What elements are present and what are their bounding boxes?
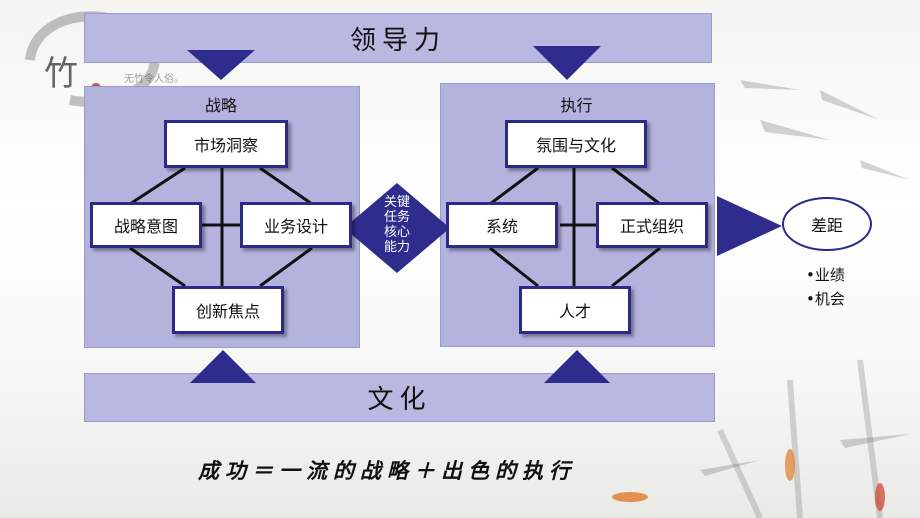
center-line: 能力 [383,240,410,255]
leadership-arrow-left [187,50,255,80]
gap-arrow [717,196,782,256]
leadership-arrow-right [533,46,601,80]
culture-band: 文化 [84,373,715,422]
leadership-band: 领导力 [84,13,712,63]
brand-calligraphy: 竹 [44,54,78,94]
formal-org-box: 正式组织 [596,202,708,248]
innovation-focus-box: 创新焦点 [172,286,284,334]
strategy-title: 战略 [204,96,237,115]
strategic-intent-box: 战略意图 [90,202,202,248]
faint-caption: 无竹令人俗。 [124,74,184,85]
system-box: 系统 [446,202,558,248]
climate-culture-box: 氛围与文化 [505,120,647,168]
culture-arrow-right [544,350,610,383]
gap-ellipse: 差距 [782,197,872,251]
center-diamond-text: 关键 任务 核心 能力 [367,195,427,255]
center-line: 关键 [383,195,410,210]
gap-bullet: •机会 [806,290,845,308]
center-line: 核心 [383,225,410,240]
market-insight-box: 市场洞察 [164,120,288,168]
center-diamond [344,183,450,273]
gap-bullet: •业绩 [806,266,845,284]
business-design-box: 业务设计 [240,202,352,248]
execution-title: 执行 [560,96,593,115]
success-formula: 成功＝一流的战略＋出色的执行 [198,458,576,483]
talent-box: 人才 [519,286,631,334]
culture-arrow-left [190,350,256,383]
center-line: 任务 [383,210,410,225]
culture-label: 文化 [367,385,432,415]
leadership-label: 领导力 [349,25,446,56]
